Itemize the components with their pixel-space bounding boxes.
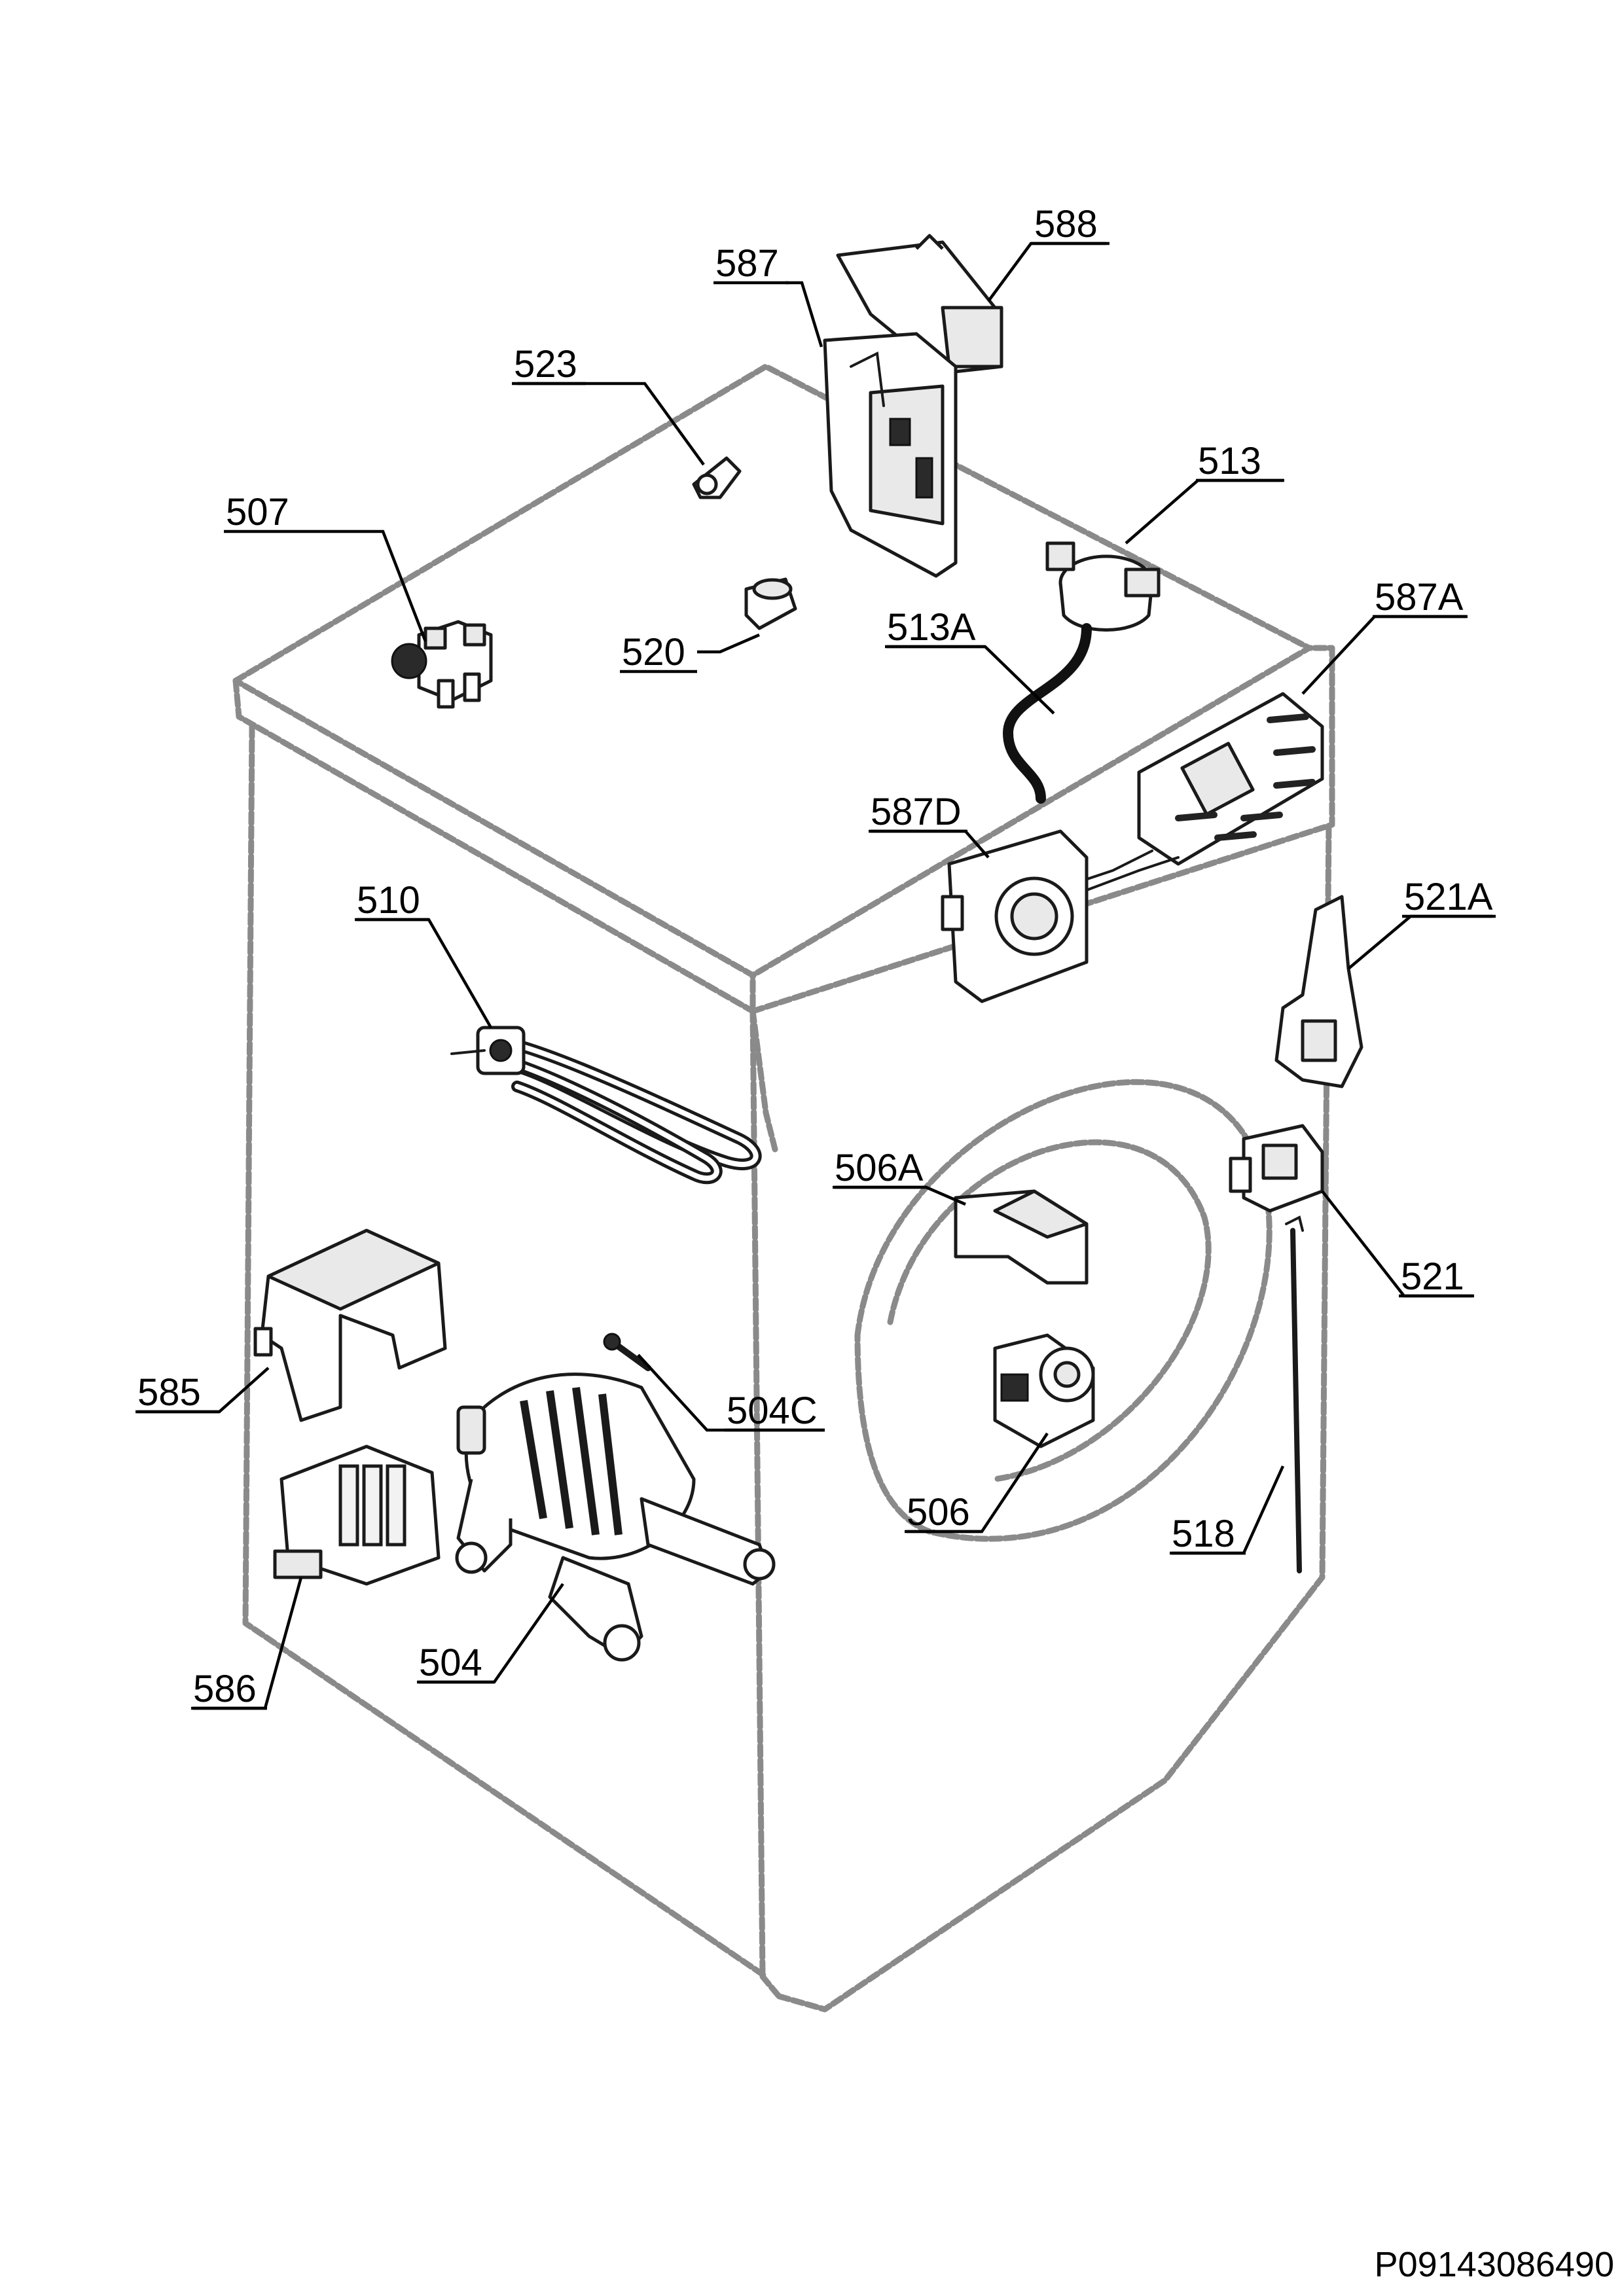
part-504-motor (455, 1372, 776, 1662)
part-513-pressure-switch (1045, 541, 1161, 632)
part-520-connector (744, 577, 797, 630)
callout-labels: 588 587 523 513 507 587A 513A 520 587D 5… (137, 203, 1493, 1710)
part-506-drain-pump (993, 1333, 1095, 1448)
callout-521A: 521A (1404, 876, 1493, 918)
callout-510: 510 (357, 879, 420, 922)
callout-underlines (135, 242, 1496, 1710)
part-510-heating-element (450, 1026, 762, 1185)
callout-507: 507 (226, 491, 289, 533)
part-521-door-interlock (1229, 1124, 1324, 1213)
part-587-electronic-module (823, 332, 958, 578)
part-523-clip (692, 456, 742, 499)
callout-518: 518 (1172, 1513, 1235, 1555)
callout-506: 506 (907, 1491, 970, 1534)
callout-513: 513 (1198, 440, 1261, 482)
part-506A-pump-cover (954, 1189, 1089, 1285)
part-586-filter-block (273, 1444, 441, 1586)
callout-585: 585 (137, 1371, 201, 1414)
part-587A-control-board (1072, 692, 1324, 885)
callout-513A: 513A (887, 606, 976, 649)
callout-586: 586 (193, 1668, 257, 1710)
callout-588: 588 (1034, 203, 1098, 245)
callout-587: 587 (715, 242, 779, 285)
callout-521: 521 (1401, 1255, 1464, 1298)
callout-587D: 587D (871, 791, 962, 833)
callout-504: 504 (419, 1641, 482, 1684)
callout-587A: 587A (1375, 576, 1464, 619)
callout-523: 523 (514, 343, 577, 386)
part-588-panel-cover (836, 234, 1003, 375)
diagram-code: P09143086490 (1375, 2245, 1614, 2284)
callout-504C: 504C (727, 1390, 818, 1432)
callout-520: 520 (622, 631, 685, 673)
part-504C-screw (603, 1333, 651, 1371)
part-513A-hose (1002, 623, 1092, 804)
callout-506A: 506A (835, 1147, 924, 1189)
part-521A-door-bracket (1274, 895, 1363, 1088)
part-518-rod (1285, 1215, 1304, 1573)
part-587D-selector-module (941, 829, 1180, 1003)
part-585-cover (253, 1229, 447, 1422)
part-507-inlet-valve (391, 620, 493, 709)
